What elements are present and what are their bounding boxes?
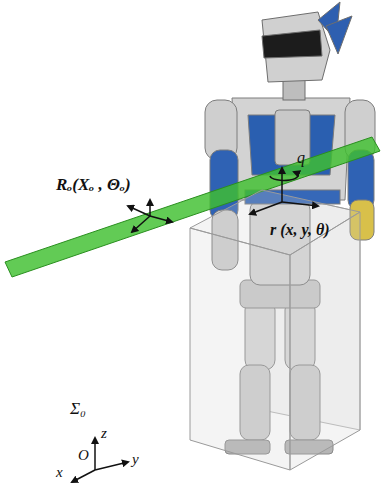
robot-head — [262, 2, 352, 100]
object-pose-label: Rₒ(Xₒ , Θₒ) — [56, 176, 131, 193]
joint-label: q — [297, 150, 305, 166]
robot-pose-label: r (x, y, θ) — [270, 222, 330, 238]
axis-label: y — [132, 452, 139, 467]
world-frame — [72, 438, 128, 482]
object-frame — [128, 200, 172, 232]
robot-frame — [250, 168, 318, 214]
axis-label: z — [101, 426, 107, 441]
bounding-box — [190, 190, 360, 470]
world-frame-label: Σ₀ — [70, 400, 86, 417]
origin-label: O — [78, 448, 89, 463]
axis-label: x — [56, 465, 63, 480]
